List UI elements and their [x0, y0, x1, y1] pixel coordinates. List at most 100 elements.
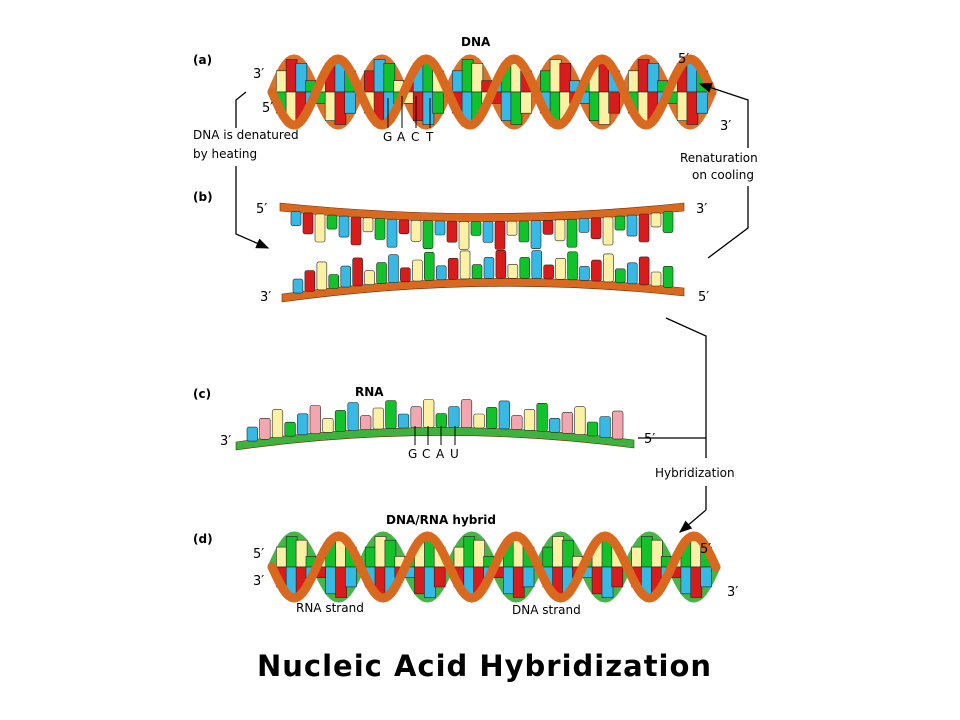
nucleotide-base	[612, 410, 624, 440]
nucleotide-base	[542, 220, 554, 235]
nucleotide-base	[347, 402, 359, 431]
base-pair-half	[461, 59, 474, 93]
rna-strand-label: RNA strand	[296, 601, 364, 615]
dna-single-strand-bottom	[281, 250, 685, 303]
base-letter: T	[425, 130, 434, 144]
renature-label-line1: Renaturation	[680, 151, 758, 165]
base-pair-half	[473, 539, 486, 568]
nucleotide-base	[579, 266, 590, 281]
base-pair-half	[690, 566, 703, 598]
base-pair-half	[608, 91, 621, 114]
nucleotide-base	[338, 215, 350, 238]
nucleotide-base	[372, 407, 384, 430]
nucleotide-base	[494, 221, 506, 250]
nucleotide-base	[482, 221, 494, 243]
base-pair-half	[424, 566, 436, 598]
nucleotide-base	[591, 259, 602, 282]
nucleotide-base	[423, 252, 435, 281]
dna-single-strand-top	[279, 202, 685, 250]
panel-b-tag: (b)	[193, 190, 213, 204]
base-pair-half	[295, 63, 308, 93]
denature-label-line1: DNA is denatured	[193, 128, 299, 142]
dna-rna-hybrid-helix	[267, 531, 721, 603]
base-pair-half	[335, 566, 347, 598]
nucleotide-base	[614, 215, 626, 231]
nucleotide-base	[376, 262, 387, 284]
nucleotide-base	[350, 216, 362, 246]
base-pair-half	[631, 546, 643, 568]
nucleotide-base	[292, 278, 304, 294]
base-letter: G	[383, 130, 392, 144]
nucleotide-base	[328, 274, 339, 289]
helix-backbone-front	[267, 54, 717, 130]
nucleotide-base	[297, 413, 309, 436]
base-pair-half	[512, 566, 525, 598]
base-pair-half	[539, 70, 552, 93]
panel-d-tag: (d)	[193, 532, 213, 546]
helix-backbone-front	[267, 531, 721, 603]
nucleotide-base	[662, 265, 674, 288]
base-pair-half	[641, 536, 653, 568]
end-label: 5′	[698, 290, 709, 305]
base-pair-half	[295, 539, 308, 568]
nucleotide-base	[536, 402, 548, 432]
nucleotide-base	[506, 220, 518, 236]
nucleotide-base	[523, 409, 536, 431]
end-label: 5′	[262, 101, 273, 116]
nucleotide-base	[578, 218, 590, 233]
base-pair-half	[325, 566, 338, 595]
nucleotide-base	[554, 219, 566, 242]
nucleotide-base	[284, 421, 296, 437]
nucleotide-base	[650, 212, 662, 228]
nucleotide-base	[410, 220, 422, 242]
nucleotide-base	[599, 416, 611, 438]
renature-label-line2: on cooling	[692, 168, 754, 182]
base-pair-half	[650, 539, 663, 568]
nucleotide-base	[400, 267, 411, 283]
end-label: 3′	[720, 119, 731, 134]
panel-d: (d) DNA/RNA hybrid 5′ 3′ 5′ 3′ RNA stran…	[193, 513, 738, 617]
nucleotide-base	[259, 417, 271, 440]
nucleotide-base	[650, 271, 662, 287]
denature-arrow-icon	[235, 166, 270, 249]
nucleotide-base	[495, 250, 507, 279]
nucleotide-base	[662, 211, 674, 233]
nucleotide-base	[486, 407, 498, 429]
base-pair-half	[373, 59, 386, 93]
end-label: 5′	[644, 432, 655, 447]
nucleotide-base	[567, 251, 578, 281]
base-pair-half	[275, 70, 288, 93]
nucleotide-base	[511, 415, 523, 430]
panel-d-heading: DNA/RNA hybrid	[386, 513, 496, 527]
panel-a: (a) DNA 3′ 5′ 5′ 3′ G A C T	[193, 35, 731, 144]
nucleotide-base	[518, 220, 530, 243]
base-letter: A	[397, 130, 406, 144]
end-label: 5′	[256, 202, 267, 217]
hybridization-label: Hybridization	[655, 466, 735, 480]
nucleotide-base	[326, 214, 338, 230]
nucleotide-base	[334, 410, 347, 432]
denature-label-line2: by heating	[193, 147, 257, 161]
base-pair-half	[500, 91, 513, 121]
nucleotide-base	[385, 400, 397, 429]
denature-arrow-top	[235, 91, 247, 128]
nucleotide-base	[360, 415, 372, 431]
base-pair-half	[364, 546, 377, 568]
base-letter: C	[411, 130, 419, 144]
nucleotide-base	[435, 265, 447, 281]
base-pair-half	[374, 536, 387, 568]
panel-c: (c) RNA 3′ 5′ G C A U	[193, 385, 655, 461]
nucleotide-base	[398, 219, 410, 235]
base-pair-half	[552, 536, 564, 568]
base-pair-half	[591, 566, 604, 595]
nucleotide-base	[471, 264, 483, 279]
nucleotide-base	[555, 257, 566, 280]
base-pair-half	[611, 566, 624, 588]
nucleotide-base	[435, 413, 447, 428]
base-pair-half	[696, 91, 709, 114]
base-pair-half	[453, 546, 466, 568]
base-pair-half	[686, 91, 699, 125]
nucleotide-base	[322, 418, 334, 433]
hybridization-step: Hybridization	[638, 317, 735, 533]
nucleotide-base	[246, 426, 258, 442]
